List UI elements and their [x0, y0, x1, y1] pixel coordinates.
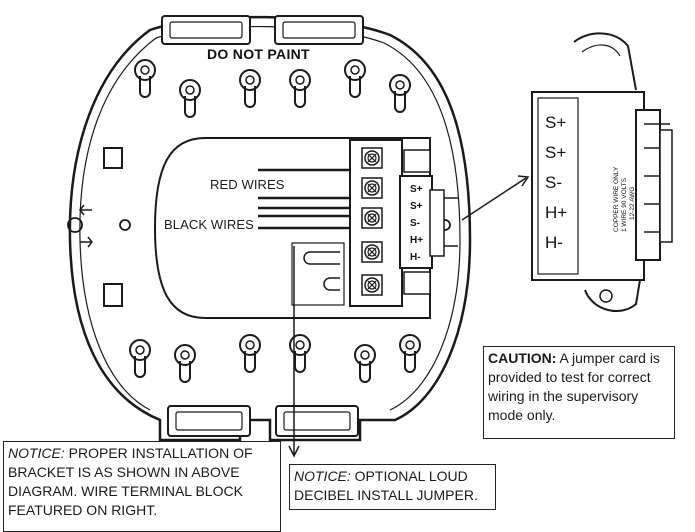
jumper-notice-body: OPTIONAL LOUD DECIBEL INSTALL JUMPER.	[294, 468, 478, 503]
card-side-text: COPPER WIRE ONLY	[613, 166, 620, 232]
side-slots	[79, 147, 123, 307]
do-not-paint-label: DO NOT PAINT	[207, 46, 310, 62]
black-wires	[258, 206, 352, 230]
callout-arrow-to-notice	[288, 246, 300, 458]
red-wires	[258, 168, 352, 200]
red-wires-label: RED WIRES	[210, 177, 285, 192]
caution-title: CAUTION:	[488, 350, 557, 366]
bracket-notice: NOTICE: PROPER INSTALLATION OF BRACKET I…	[3, 441, 281, 532]
caution-note: CAUTION: A jumper card is provided to te…	[483, 346, 675, 439]
jumper-notice-title: NOTICE:	[294, 468, 351, 484]
terminal-small-label: S+	[410, 201, 423, 212]
card-side-text: 12-22 AWG	[629, 187, 636, 220]
terminal-small-label: H-	[410, 252, 421, 263]
card-side-text: 1 WIRE 90 VOLTS	[621, 177, 628, 232]
terminal-small-label: S+	[410, 184, 423, 195]
card-terminal-label: S+	[545, 113, 566, 132]
card-terminal-label: S+	[545, 143, 566, 162]
card-terminal-label: H+	[545, 203, 567, 222]
wire-terminal-block: S+ S+ S- H+ H-	[349, 139, 458, 307]
terminal-small-label: H+	[410, 235, 423, 246]
bracket-notice-body: PROPER INSTALLATION OF BRACKET IS AS SHO…	[8, 445, 253, 518]
card-terminal-label: S-	[545, 173, 562, 192]
optional-jumper	[291, 242, 345, 306]
black-wires-label: BLACK WIRES	[164, 217, 254, 232]
callout-arrow-to-card	[461, 175, 530, 221]
terminal-small-label: S-	[410, 218, 420, 229]
card-terminal-label: H-	[545, 233, 563, 252]
caution-body: A jumper card is provided to test for co…	[488, 350, 660, 423]
bracket-notice-title: NOTICE:	[8, 445, 65, 461]
jumper-notice: NOTICE: OPTIONAL LOUD DECIBEL INSTALL JU…	[289, 464, 496, 510]
jumper-card: S+ S+ S- H+ H- COPPER WIRE ONLY 1 WIRE 9…	[531, 32, 673, 313]
